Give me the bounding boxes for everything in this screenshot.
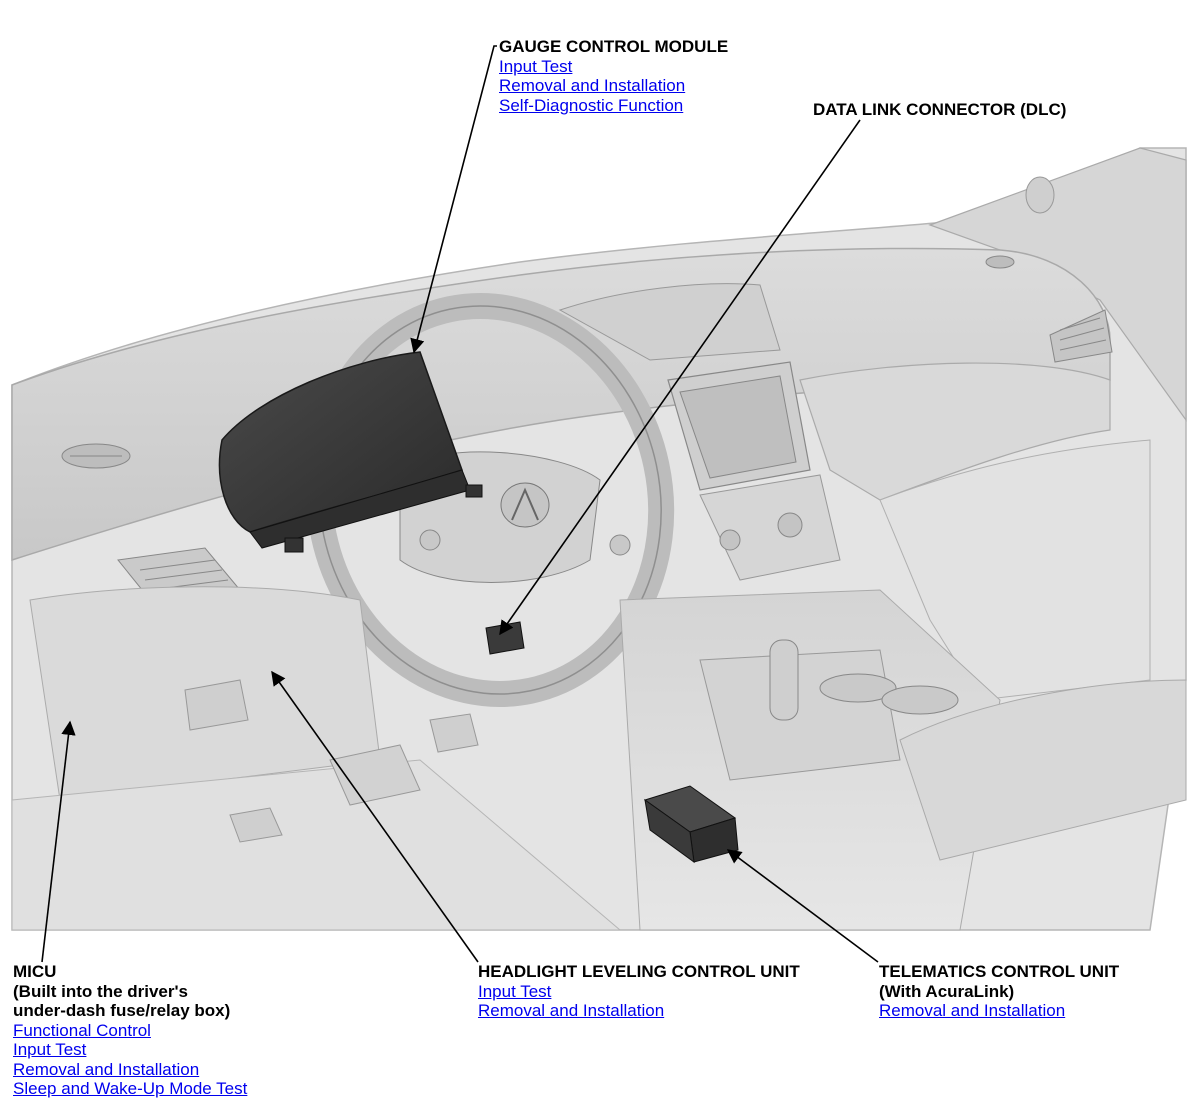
floor-pedals <box>11 713 622 931</box>
micu-sleep-wakeup-test-link[interactable]: Sleep and Wake-Up Mode Test <box>13 1079 248 1098</box>
callout-telematics: TELEMATICS CONTROL UNIT (With AcuraLink)… <box>879 962 1119 1021</box>
dashboard-top <box>11 247 1113 562</box>
micu-subtitle-line2: under-dash fuse/relay box) <box>13 1001 231 1020</box>
micu-input-test-link[interactable]: Input Test <box>13 1040 87 1059</box>
micu-functional-control-link[interactable]: Functional Control <box>13 1020 151 1040</box>
leader-telematics <box>726 849 879 963</box>
gauge-input-test-link[interactable]: Input Test <box>499 56 573 76</box>
leader-headlight <box>271 670 479 963</box>
micu-removal-installation-link[interactable]: Removal and Installation <box>13 1059 200 1079</box>
telematics-title: TELEMATICS CONTROL UNIT <box>879 962 1120 981</box>
gauge-cluster-component <box>218 351 483 553</box>
micu-subtitle-line1: (Built into the driver's <box>13 981 188 1001</box>
gauge-removal-installation-link[interactable]: Removal and Installation <box>499 76 686 95</box>
leader-micu <box>41 720 76 963</box>
data-link-connector-title: DATA LINK CONNECTOR (DLC) <box>813 100 1067 119</box>
callout-micu: MICU (Built into the driver's under-dash… <box>13 962 247 1099</box>
leader-gauge <box>410 45 497 354</box>
callout-gauge-control-module: GAUGE CONTROL MODULE Input Test Removal … <box>499 37 728 115</box>
headlight-input-test-link[interactable]: Input Test <box>478 981 552 1001</box>
leader-lines <box>41 45 879 963</box>
driver-lower-panel <box>29 586 381 801</box>
passenger-dash <box>799 362 1151 701</box>
telematics-subtitle: (With AcuraLink) <box>879 981 1015 1001</box>
micu-title: MICU <box>13 962 57 981</box>
telematics-component <box>643 785 739 864</box>
gauge-self-diagnostic-link[interactable]: Self-Diagnostic Function <box>499 95 684 115</box>
gauge-control-module-title: GAUGE CONTROL MODULE <box>499 37 729 56</box>
leader-dlc <box>499 119 861 636</box>
callout-headlight-leveling: HEADLIGHT LEVELING CONTROL UNIT Input Te… <box>478 962 800 1021</box>
center-stack <box>558 283 841 581</box>
headlight-leveling-title: HEADLIGHT LEVELING CONTROL UNIT <box>478 962 800 981</box>
callout-data-link-connector: DATA LINK CONNECTOR (DLC) <box>813 100 1066 120</box>
headlight-removal-installation-link[interactable]: Removal and Installation <box>478 1001 665 1020</box>
telematics-removal-installation-link[interactable]: Removal and Installation <box>879 1001 1066 1020</box>
